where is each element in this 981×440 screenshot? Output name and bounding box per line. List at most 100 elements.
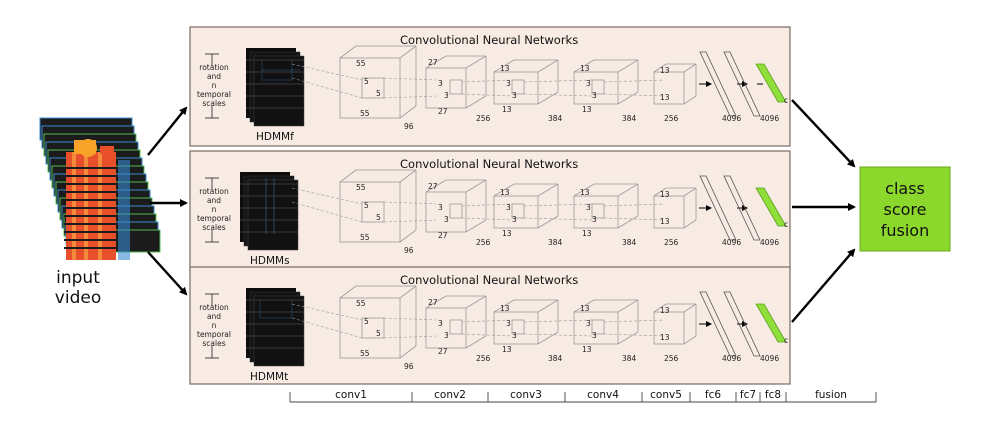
conv3-depth: 384 <box>548 354 563 363</box>
conv1-bottom: 55 <box>360 233 370 242</box>
input-label-line1: input <box>56 268 100 288</box>
conv4-k1: 3 <box>586 203 591 212</box>
conv5-depth: 256 <box>664 238 679 247</box>
conv3-bottom: 13 <box>502 345 512 354</box>
conv2-k2: 3 <box>444 331 449 340</box>
conv3-top: 13 <box>500 304 510 313</box>
conv4-depth: 384 <box>622 238 637 247</box>
conv1-block: 55 5 5 55 96 <box>339 169 417 255</box>
conv3-k1: 3 <box>506 79 511 88</box>
cnn-panel-hdmmt: Convolutional Neural Networks rotation a… <box>189 266 791 385</box>
conv4-top: 13 <box>580 304 590 313</box>
conv1-top: 55 <box>356 183 366 192</box>
conv5-top: 13 <box>660 190 670 199</box>
conv2-block: 27 3 3 27 256 <box>425 55 491 123</box>
arrow-panel-3-to-fusion <box>791 248 856 323</box>
fc7-layer <box>723 51 761 117</box>
scale-side-labels: rotation and n temporal scales <box>197 53 231 119</box>
conv1-depth: 96 <box>404 246 414 255</box>
conv2-block: 27 3 3 27 256 <box>425 295 491 363</box>
conv4-k2: 3 <box>592 331 597 340</box>
conv2-top: 27 <box>428 58 438 67</box>
conv4-k2: 3 <box>592 215 597 224</box>
conv5-block: 13 13 256 <box>653 63 697 123</box>
conv3-depth: 384 <box>548 114 563 123</box>
cnn-panel-hdmms: Convolutional Neural Networks rotation a… <box>189 150 791 271</box>
conv1-block: 55 5 5 55 96 <box>339 285 417 371</box>
fc8-size: c <box>784 336 788 345</box>
conv2-top: 27 <box>428 182 438 191</box>
side-line-3: n <box>212 205 217 214</box>
conv3-block: 13 3 3 13 384 <box>493 59 563 123</box>
conv3-bottom: 13 <box>502 105 512 114</box>
side-line-1: rotation <box>199 187 229 196</box>
conv3-k1: 3 <box>506 319 511 328</box>
conv4-bottom: 13 <box>582 345 592 354</box>
stage-label-fc7: fc7 <box>740 389 756 401</box>
fc6-size: 4096 <box>722 114 741 123</box>
scale-side-labels: rotation and n temporal scales <box>197 293 231 359</box>
conv1-depth: 96 <box>404 122 414 131</box>
conv5-bottom: 13 <box>660 93 670 102</box>
arrow-input-to-panel-1 <box>147 106 188 156</box>
stage-label-fusion: fusion <box>815 389 847 401</box>
stage-label-conv2: conv2 <box>434 389 466 401</box>
conv1-depth: 96 <box>404 362 414 371</box>
fc7-layer <box>723 291 761 357</box>
fc7-size: 4096 <box>760 354 779 363</box>
conv1-bottom: 55 <box>360 109 370 118</box>
conv3-depth: 384 <box>548 238 563 247</box>
conv4-k2: 3 <box>592 91 597 100</box>
conv1-top: 55 <box>356 299 366 308</box>
conv2-block: 27 3 3 27 256 <box>425 179 491 247</box>
hdmm-image-stack <box>240 172 299 251</box>
conv4-top: 13 <box>580 64 590 73</box>
conv4-k1: 3 <box>586 319 591 328</box>
fc6-size: 4096 <box>722 238 741 247</box>
side-line-4: temporal <box>197 330 231 339</box>
conv5-depth: 256 <box>664 354 679 363</box>
fc6-layer: 4096 <box>699 51 741 123</box>
conv5-top: 13 <box>660 306 670 315</box>
class-score-fusion-box: class score fusion <box>859 166 951 252</box>
conv4-block: 13 3 3 13 384 <box>573 59 639 123</box>
input-label-line2: video <box>55 288 101 308</box>
fc7-size: 4096 <box>760 238 779 247</box>
side-line-2: and <box>207 196 221 205</box>
conv3-bottom: 13 <box>502 229 512 238</box>
fc7-size: 4096 <box>760 114 779 123</box>
conv4-block: 13 3 3 13 384 <box>573 299 639 363</box>
side-line-2: and <box>207 72 221 81</box>
stage-label-conv3: conv3 <box>510 389 542 401</box>
conv1-k2: 5 <box>376 329 381 338</box>
stage-label-fc6: fc6 <box>705 389 721 401</box>
conv4-top: 13 <box>580 188 590 197</box>
conv1-k1: 5 <box>364 77 369 86</box>
scale-side-labels: rotation and n temporal scales <box>197 177 231 243</box>
fc6-layer: 4096 <box>699 291 741 363</box>
fc6-size: 4096 <box>722 354 741 363</box>
hdmm-image-stack <box>246 288 305 367</box>
cnn-panel-hdmmf: Convolutional Neural Networks rotation a… <box>189 26 791 147</box>
fc8-layer: 4096 c <box>755 187 788 247</box>
conv2-top: 27 <box>428 298 438 307</box>
conv2-bottom: 27 <box>438 107 448 116</box>
side-line-4: temporal <box>197 214 231 223</box>
conv1-k1: 5 <box>364 317 369 326</box>
conv4-depth: 384 <box>622 354 637 363</box>
hdmm-label: HDMMf <box>256 131 294 143</box>
side-line-3: n <box>212 321 217 330</box>
conv4-bottom: 13 <box>582 105 592 114</box>
conv2-k2: 3 <box>444 215 449 224</box>
arrow-input-to-panel-3 <box>147 251 188 296</box>
conv4-depth: 384 <box>622 114 637 123</box>
hdmm-label: HDMMs <box>250 255 290 267</box>
conv5-depth: 256 <box>664 114 679 123</box>
conv1-k2: 5 <box>376 89 381 98</box>
conv2-k1: 3 <box>438 319 443 328</box>
fc8-layer: 4096 c <box>755 303 788 363</box>
conv5-bottom: 13 <box>660 333 670 342</box>
fc8-layer: 4096 c <box>755 63 788 123</box>
conv1-block: 55 5 5 55 96 <box>339 45 417 131</box>
conv1-k1: 5 <box>364 201 369 210</box>
